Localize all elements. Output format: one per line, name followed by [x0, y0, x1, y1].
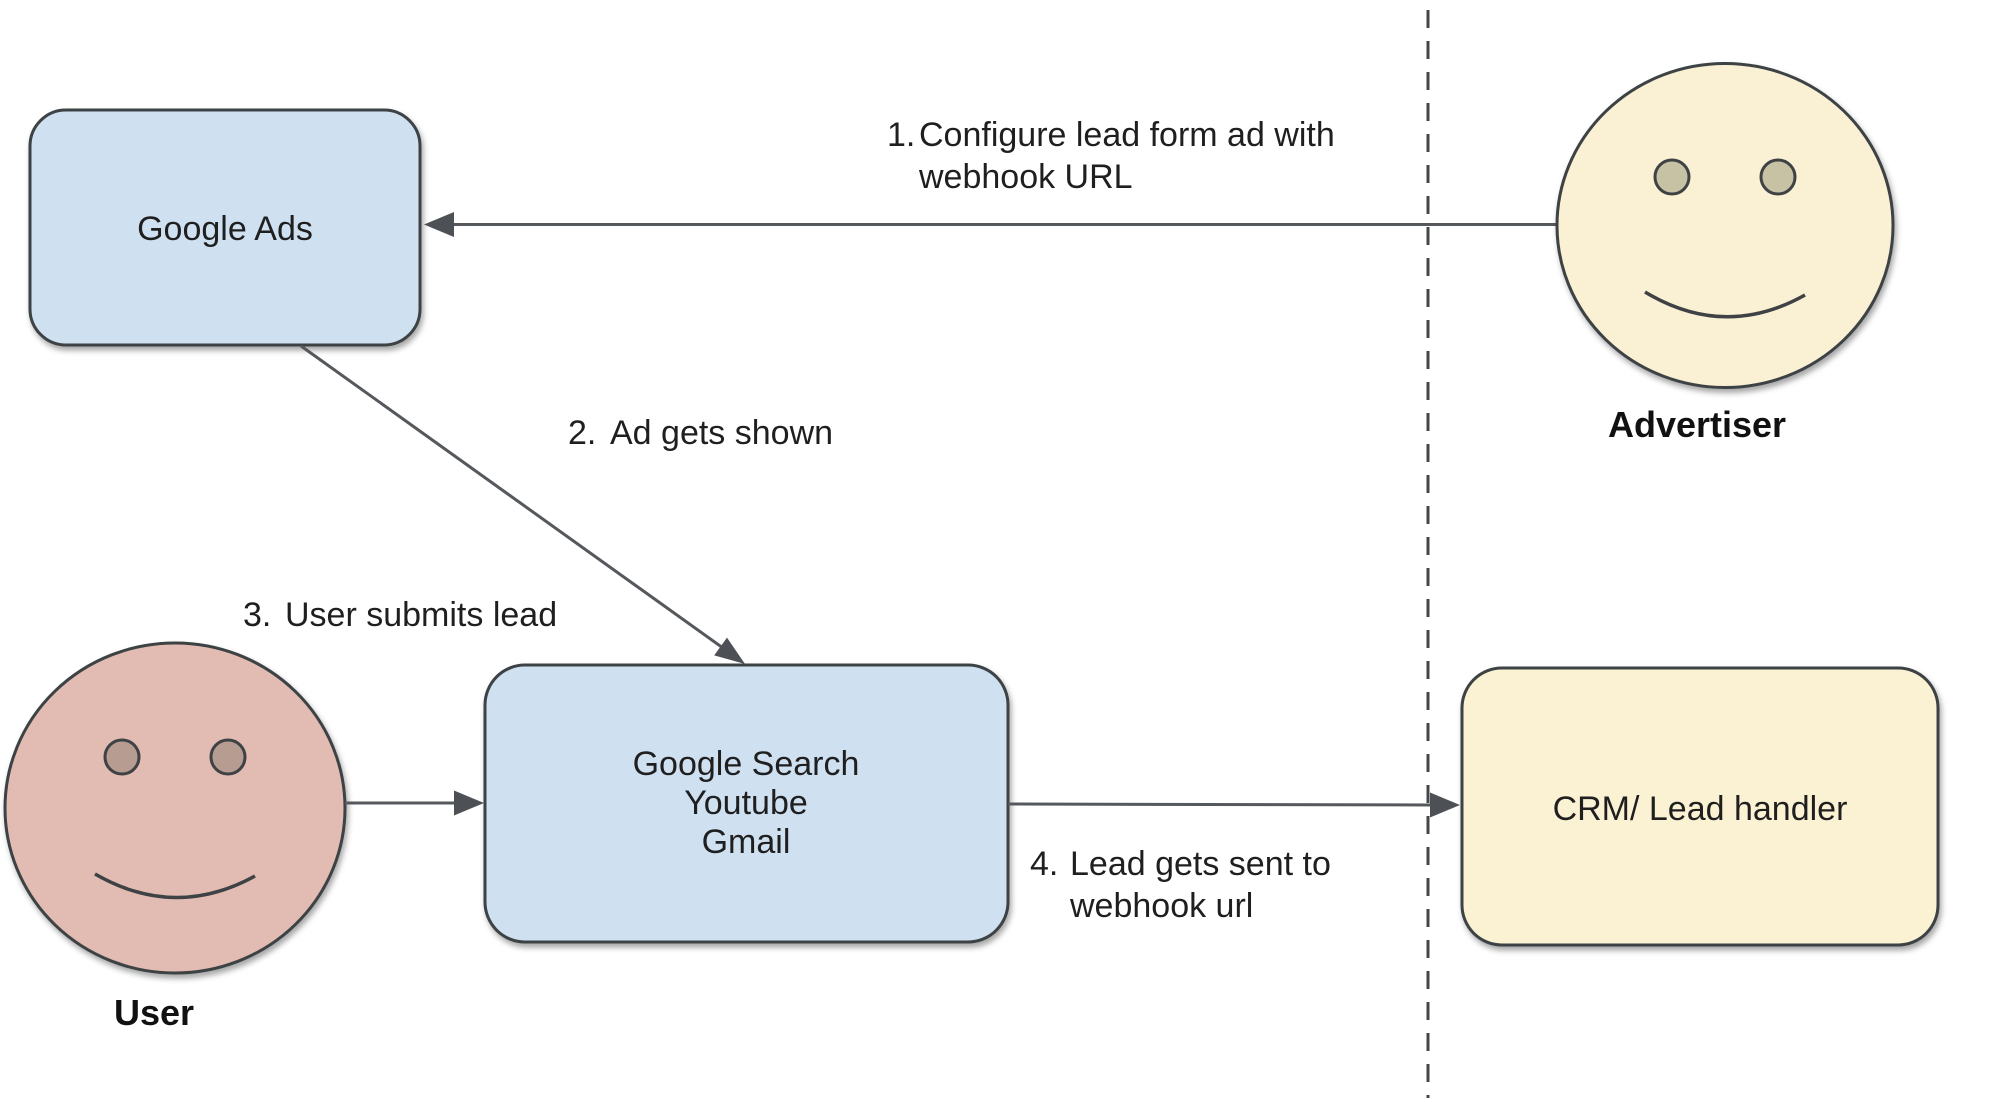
user-label: User	[114, 992, 194, 1033]
google-ads-label: Google Ads	[137, 210, 313, 248]
user-face-icon	[3, 641, 347, 975]
advertiser-smile-icon	[1644, 290, 1806, 319]
step-2-number: 2.	[568, 414, 596, 452]
arrow-configure-lead-form	[424, 212, 1556, 237]
google-surfaces-box	[483, 663, 1010, 944]
user-left-eye-icon	[103, 738, 141, 776]
advertiser-left-eye-icon	[1653, 158, 1691, 196]
node-google-ads: Google Ads	[28, 108, 422, 347]
advertiser-right-eye-icon	[1759, 158, 1797, 196]
user-smile-icon	[94, 872, 256, 900]
arrow-ad-gets-shown	[300, 344, 745, 664]
step-3-line-1: User submits lead	[285, 596, 557, 634]
step-1-line-2: webhook URL	[918, 158, 1133, 196]
step-4-number: 4.	[1030, 845, 1058, 883]
step-4-line-1: Lead gets sent to	[1070, 845, 1331, 883]
advertiser-face-icon	[1555, 62, 1895, 389]
arrow-user-submits-lead	[345, 790, 484, 816]
advertiser-actor: Advertiser	[1555, 62, 1895, 445]
google-surfaces-line-1: Google Search	[633, 745, 860, 783]
step-1-number: 1.	[887, 116, 915, 154]
node-crm: CRM/ Lead handler	[1460, 666, 1940, 947]
arrow-lead-sent-to-webhook	[1007, 792, 1460, 818]
node-google-surfaces: Google Search Youtube Gmail	[483, 663, 1010, 944]
google-ads-box	[28, 108, 422, 347]
step-2-line-1: Ad gets shown	[610, 414, 833, 452]
arrow-2-line	[300, 344, 724, 650]
step-4-label: 4. Lead gets sent to webhook url	[1030, 845, 1331, 925]
crm-box	[1460, 666, 1940, 947]
step-4-line-2: webhook url	[1069, 887, 1253, 925]
crm-label: CRM/ Lead handler	[1553, 790, 1848, 828]
step-3-number: 3.	[243, 596, 271, 634]
user-actor: User	[3, 641, 347, 1033]
google-surfaces-line-2: Youtube	[684, 784, 808, 822]
step-2-label: 2. Ad gets shown	[568, 414, 833, 452]
arrow-2-head	[714, 637, 745, 664]
user-right-eye-icon	[209, 738, 247, 776]
step-3-label: 3. User submits lead	[243, 596, 557, 634]
google-surfaces-line-3: Gmail	[702, 823, 791, 861]
arrow-4-head	[1430, 792, 1460, 818]
arrow-3-head	[454, 790, 484, 816]
step-1-line-1: Configure lead form ad with	[919, 116, 1335, 154]
step-1-label: 1. Configure lead form ad with webhook U…	[887, 116, 1335, 196]
arrow-1-head	[424, 212, 454, 237]
arrow-4-line	[1007, 802, 1433, 807]
advertiser-label: Advertiser	[1608, 404, 1786, 445]
